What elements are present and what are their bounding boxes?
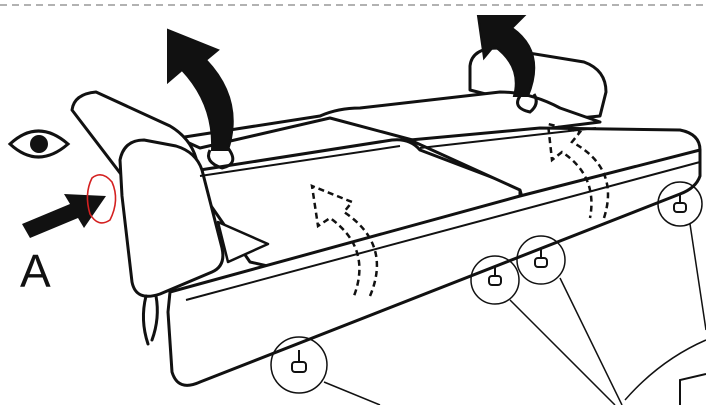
inner-mechanism [216, 220, 270, 264]
foot-detail-icon [657, 181, 703, 227]
leader-line [689, 223, 706, 331]
armrest-hinge [141, 294, 159, 346]
detail-box [679, 373, 706, 405]
cushion-seam [199, 145, 401, 177]
cushion-seam [185, 161, 701, 301]
leader-line [323, 381, 381, 405]
foot [291, 361, 307, 373]
foot-detail-icon [516, 235, 566, 285]
lift-strap-left [207, 147, 235, 170]
red-highlight-mark [86, 174, 117, 224]
detail-arc [624, 339, 706, 401]
eye-icon [7, 129, 71, 159]
step-label-a: A [20, 245, 51, 297]
lift-arrow-icon [167, 28, 234, 151]
push-arrow-icon [22, 194, 106, 238]
foot-detail-icon [270, 336, 328, 394]
lift-arrow-icon [476, 15, 536, 97]
foot-detail-icon [470, 255, 520, 305]
foot [534, 257, 548, 268]
dashed-lift-arrow-icon [310, 184, 379, 297]
back-right-armrest [468, 46, 608, 120]
left-armrest-front [118, 138, 225, 298]
cushion-seam [419, 127, 597, 149]
dashed-lift-arrow-icon [546, 122, 610, 219]
leader-line [509, 299, 616, 405]
foot [488, 275, 502, 286]
lift-strap-right [516, 93, 538, 114]
leader-line [559, 277, 623, 405]
foot [673, 202, 687, 213]
